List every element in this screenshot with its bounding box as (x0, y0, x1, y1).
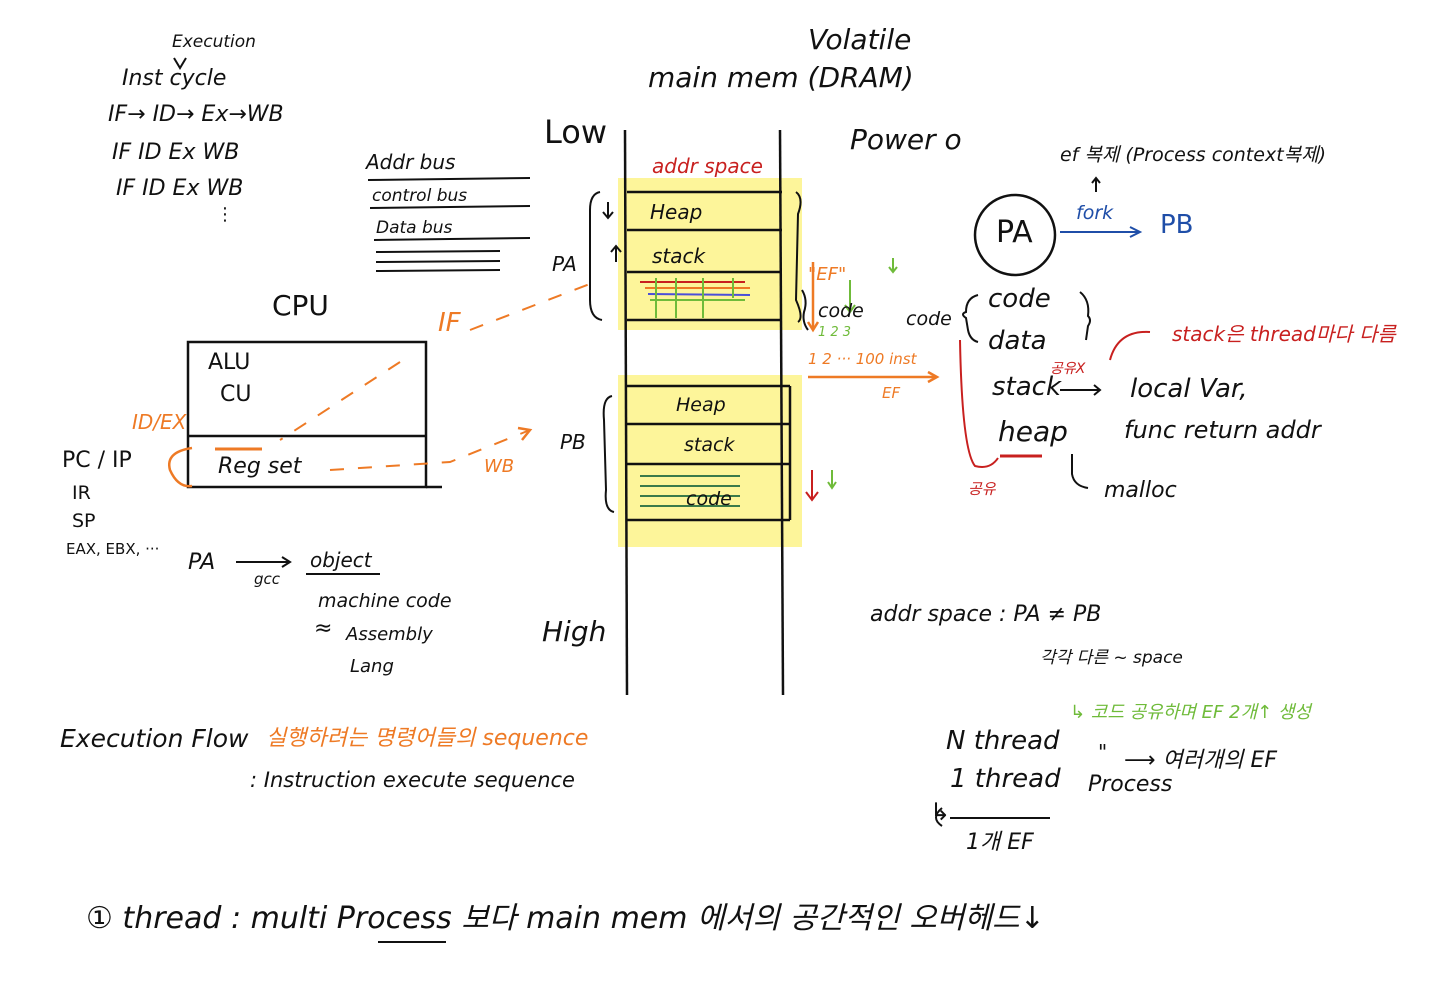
one-thread-label: 1 thread (950, 764, 1061, 794)
ditto-mark: " (1098, 740, 1108, 764)
green-ticks (827, 258, 898, 490)
cpu-box (186, 340, 442, 489)
thread-hook: ↳ (930, 798, 951, 826)
code-braces (801, 289, 1102, 489)
one-ef-label: 1개 EF (966, 830, 1034, 855)
pa-stack-strokes (640, 278, 751, 318)
reg-set-label: Reg set (218, 454, 302, 479)
execution-flow-korean: 실행하려는 명령어들의 sequence (266, 726, 589, 751)
cycle-row-3: IF ID Ex WB (116, 176, 244, 201)
low-label: Low (544, 113, 608, 151)
gcc-arrow (236, 556, 380, 575)
sp-label: SP (72, 510, 96, 532)
n-thread-label: N thread (946, 726, 1060, 756)
pa-brace (589, 191, 802, 323)
pa-circle (973, 193, 1057, 277)
multi-ef-label: ⟶ 여러개의 EF (1124, 748, 1278, 773)
pa-heap-segment: Heap (650, 200, 703, 224)
cycle-dots: ⋮ (216, 204, 234, 225)
bus-lines (367, 177, 531, 272)
pa-highlight (618, 178, 802, 330)
process-b-label: PB (1160, 210, 1194, 240)
pb-highlight (618, 375, 802, 547)
addr-space-label: addr space (652, 154, 763, 178)
process-a-label: PA (996, 215, 1033, 250)
malloc-label: malloc (1104, 478, 1177, 503)
control-bus-label: control bus (372, 186, 468, 206)
threads-marks (378, 807, 1050, 943)
pb-code-segment: code (686, 488, 732, 510)
machine-code-label: machine code (318, 590, 452, 612)
lang-label: Lang (350, 656, 394, 677)
execution-flow-title: Execution Flow (60, 724, 249, 753)
segment-code: code (988, 284, 1051, 314)
general-regs-label: EAX, EBX, ··· (66, 540, 160, 558)
segment-stack: stack (992, 372, 1062, 402)
inst-range-label: 1 2 ··· 100 inst (808, 350, 917, 368)
orange-flows (279, 279, 601, 471)
ef-numbers: 1 2 3 (818, 325, 852, 340)
red-arrows (805, 330, 1151, 502)
shared-code-note: ↳ 코드 공유하며 EF 2개↑ 생성 (1070, 702, 1311, 723)
shared-x-note: 공유X (1050, 361, 1086, 377)
code-left-label: code (906, 308, 952, 330)
approx-symbol: ≈ (314, 616, 333, 641)
inst-cycle-title: Inst cycle (122, 66, 227, 91)
pb-heap-segment: Heap (676, 394, 726, 416)
local-var-label: local Var, (1130, 374, 1248, 404)
stack-per-thread-note: stack은 thread마다 다름 (1172, 322, 1396, 346)
cycle-row-2: IF ID Ex WB (112, 140, 240, 165)
copy-arrow (1091, 176, 1101, 192)
id-ex-label: ID/EX (132, 410, 187, 434)
fork-label: fork (1076, 202, 1114, 224)
ir-label: IR (72, 482, 91, 504)
thread-process-label: Process (1088, 772, 1173, 797)
power-label: Power o (850, 123, 962, 156)
pa-stack-segment: stack (652, 244, 706, 268)
addr-bus-label: Addr bus (366, 150, 456, 174)
fork-arrow (1060, 226, 1143, 238)
if-flow-label: IF (438, 308, 461, 338)
gcc-label: gcc (254, 570, 281, 588)
pc-ip-label: PC / IP (62, 448, 132, 473)
data-bus-label: Data bus (376, 218, 453, 238)
volatile-label: Volatile (808, 23, 912, 56)
pb-memory-label: PB (560, 430, 586, 454)
segment-data: data (988, 326, 1047, 356)
ef-quote-label: "EF" (808, 264, 847, 285)
pb-brace (602, 395, 615, 513)
execution-flow-sub: : Instruction execute sequence (250, 768, 575, 792)
copy-note: ef 복제 (Process context복제) (1060, 144, 1327, 166)
addr-compare-line: addr space : PA ≠ PB (870, 602, 1102, 627)
thread-overhead-footer: ① thread : multi Process 보다 main mem 에서의… (86, 901, 1045, 936)
cpu-title: CPU (272, 289, 329, 322)
compile-pa-label: PA (188, 550, 216, 575)
pa-memory-label: PA (552, 252, 577, 276)
assembly-label: Assembly (346, 624, 433, 645)
func-return-label: func return addr (1124, 416, 1321, 444)
segment-heap: heap (998, 415, 1068, 448)
memory-column (623, 129, 792, 696)
cu-label: CU (220, 382, 252, 407)
execution-note: Execution (172, 32, 256, 52)
addr-compare-sub: 각각 다른 ~ space (1040, 648, 1183, 668)
cycle-row-1: IF→ ID→ Ex→WB (108, 102, 284, 127)
main-mem-title: main mem (DRAM) (648, 61, 914, 94)
high-label: High (542, 615, 607, 648)
ef-below-label: EF (882, 384, 901, 402)
wb-flow-label: WB (484, 456, 515, 477)
pb-code-strokes (640, 475, 740, 507)
alu-label: ALU (208, 350, 251, 375)
shared-note: 공유 (968, 480, 996, 498)
execution-check (173, 57, 187, 70)
object-label: object (310, 548, 372, 572)
orange-misc (168, 262, 940, 488)
ef-code-label: code (818, 300, 864, 322)
pb-stack-segment: stack (684, 434, 735, 456)
